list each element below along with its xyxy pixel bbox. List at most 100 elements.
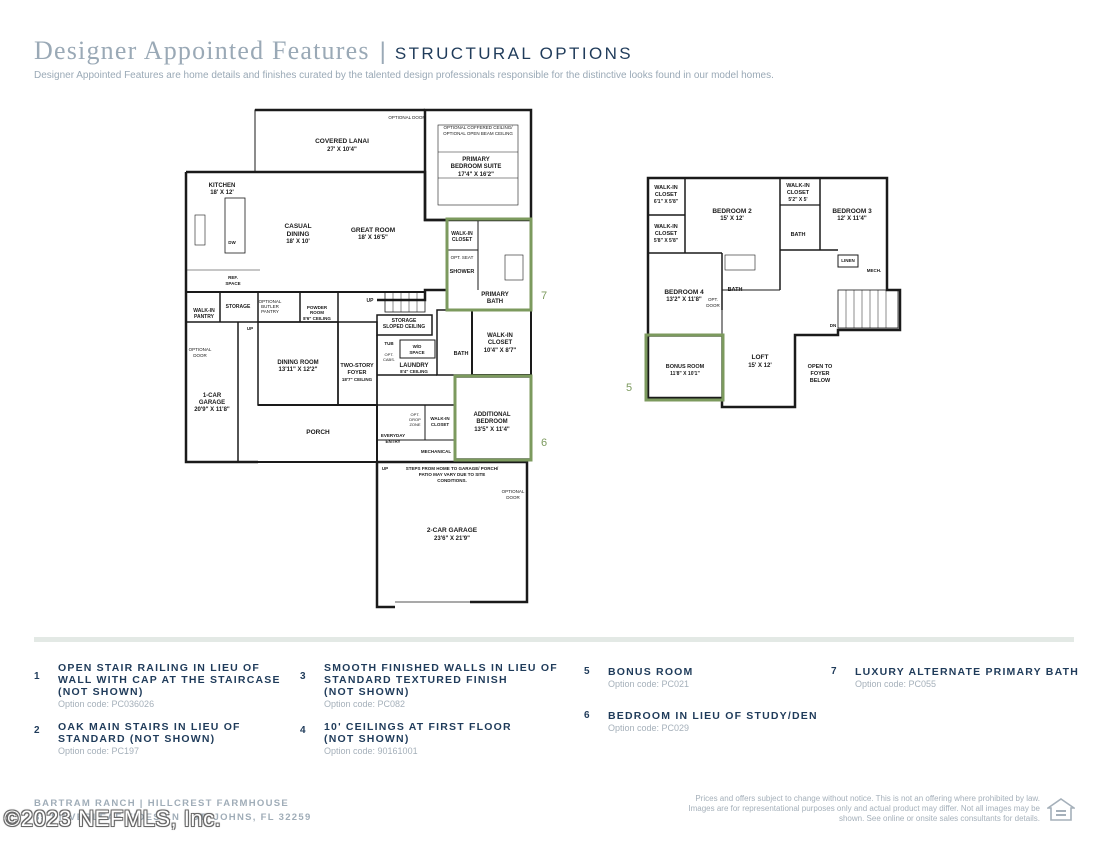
label-walkin-pantry-2: PANTRY	[194, 314, 215, 320]
label-bonus-dim: 11'8" X 10'1"	[670, 371, 700, 377]
option-code: Option code: PC055	[855, 679, 937, 689]
label-primary-bath: PRIMARY	[481, 292, 508, 298]
label-opt-butler: OPTIONAL	[259, 299, 282, 304]
option-code: Option code: PC029	[608, 723, 690, 733]
label-garage1-dim: 20'9" X 11'8"	[194, 407, 230, 413]
label-everyday-2: ENTRY	[385, 439, 400, 444]
title-separator: |	[379, 38, 386, 65]
option-code: Option code: PC197	[58, 746, 140, 756]
label-powder: POWDER	[307, 305, 328, 310]
label-laundry: LAUNDRY	[399, 363, 428, 369]
label-walkin-closet-2-dim: 10'4" X 8'7"	[484, 348, 517, 354]
label-opt-drop-2: DROP	[409, 417, 421, 422]
option-title-line: (NOT SHOWN)	[324, 686, 410, 698]
label-walkin-closet-c-2: CLOSET	[655, 231, 678, 237]
label-walkin-closet-c-dim: 5'8" X 5'8"	[654, 238, 679, 244]
page-description: Designer Appointed Features are home det…	[34, 70, 774, 81]
label-walkin-closet-small: WALK-IN	[451, 231, 473, 237]
label-mech: MECH.	[867, 268, 882, 273]
option-title-line: (NOT SHOWN)	[58, 686, 144, 698]
label-opt-cabs: OPT.	[385, 352, 394, 357]
label-up-garage2: UP	[382, 466, 388, 471]
option-code: Option code: PC082	[324, 699, 406, 709]
label-casual: CASUAL	[284, 223, 311, 230]
label-walkin-pantry: WALK-IN	[193, 308, 215, 314]
section-divider	[34, 637, 1074, 642]
label-loft-dim: 15' X 12'	[748, 363, 772, 369]
label-opt-cabs-2: CABS.	[383, 357, 395, 362]
label-bedroom4-dim: 13'2" X 11'8"	[666, 297, 702, 303]
option-title-line: 10' CEILINGS AT FIRST FLOOR	[324, 721, 512, 733]
label-kitchen-dim: 18' X 12'	[210, 190, 234, 196]
label-additional-bedroom-dim: 13'5" X 11'4"	[474, 427, 510, 433]
label-dining-dim: 13'11" X 12'2"	[279, 367, 318, 373]
label-walkin-closet-2: WALK-IN	[487, 333, 513, 339]
label-foyer: TWO-STORY	[340, 363, 374, 369]
label-opt-butler-2: BUTLER	[261, 304, 280, 309]
option-item-7: 7 LUXURY ALTERNATE PRIMARY BATH Option c…	[831, 666, 1079, 689]
label-primary-suite-dim: 17'4" X 16'2"	[458, 172, 494, 178]
label-wd: W/D	[413, 344, 422, 349]
label-optional-door-top: OPTIONAL DOOR	[388, 115, 426, 120]
label-optional-door-garage-2: DOOR	[506, 495, 520, 500]
first-floor-plan	[184, 108, 533, 609]
label-shower: SHOWER	[450, 269, 475, 275]
option-title-line: WALL WITH CAP AT THE STAIRCASE	[58, 674, 281, 686]
second-floor-plan	[644, 176, 902, 409]
label-walkin-closet-b-dim: 5'2" X 5'	[788, 197, 807, 203]
option-code: Option code: PC021	[608, 679, 690, 689]
label-powder-2: ROOM	[310, 310, 324, 315]
title-row: Designer Appointed Features | STRUCTURAL…	[34, 36, 1074, 66]
label-laundry-ceiling: 8'4" CEILING	[400, 369, 428, 374]
label-bedroom4: BEDROOM 4	[664, 289, 704, 296]
option-title-line: OAK MAIN STAIRS IN LIEU OF	[58, 721, 241, 733]
second-floor-labels: WALK-IN CLOSET 6'1" X 5'8" BEDROOM 2 15'…	[654, 183, 881, 384]
option-number: 7	[831, 666, 837, 677]
label-walkin-closet-c: WALK-IN	[654, 224, 678, 230]
option-item-5: 5 BONUS ROOM Option code: PC021	[584, 666, 694, 689]
label-ceiling-option-2: OPTIONAL OPEN BEAM CEILING	[443, 131, 513, 136]
label-storage-sloped-2: SLOPED CEILING	[383, 324, 425, 330]
label-great-room: GREAT ROOM	[351, 227, 395, 234]
option-number: 1	[34, 671, 40, 682]
label-walkin-closet-b-2: CLOSET	[787, 190, 810, 196]
structural-options-list: 1 OPEN STAIR RAILING IN LIEU OF WALL WIT…	[34, 662, 1094, 762]
community-name: BARTRAM RANCH | HILLCREST FARMHOUSE	[34, 798, 290, 809]
label-bath: BATH	[454, 351, 469, 357]
label-garage2-dim: 23'6" X 21'9"	[434, 536, 470, 542]
option-number: 5	[584, 666, 590, 677]
option-code: Option code: 90161001	[324, 746, 418, 756]
label-mechanical: MECHANICAL	[421, 449, 451, 454]
label-opt-drop-3: ZONE	[409, 422, 420, 427]
option-item-3: 3 SMOOTH FINISHED WALLS IN LIEU OF STAND…	[300, 662, 558, 709]
label-additional-bedroom: ADDITIONAL	[474, 412, 511, 418]
label-primary-bath-2: BATH	[487, 299, 503, 305]
mls-watermark: ©2023 NEFMLS, Inc.	[4, 806, 222, 831]
community-address: 85 SILVERLEAF TIDES LN | ST. JOHNS, FL 3…	[34, 812, 312, 823]
option-number: 4	[300, 725, 306, 736]
label-ref-space: REF.	[228, 275, 238, 280]
option-title-line: BONUS ROOM	[608, 666, 694, 678]
option-title-line: OPEN STAIR RAILING IN LIEU OF	[58, 662, 261, 674]
label-storage-sloped: STORAGE	[392, 318, 417, 324]
label-primary-suite-2: BEDROOM SUITE	[451, 164, 502, 170]
label-walkin-closet-b: WALK-IN	[786, 183, 810, 189]
option-title-line: LUXURY ALTERNATE PRIMARY BATH	[855, 666, 1079, 678]
label-kitchen: KITCHEN	[209, 183, 236, 189]
label-bath-upper: BATH	[791, 232, 806, 238]
label-optional-door-left-2: DOOR	[193, 353, 207, 358]
label-lanai-dim: 27' X 10'4"	[327, 147, 357, 153]
option-title-line: SMOOTH FINISHED WALLS IN LIEU OF	[324, 662, 558, 674]
label-walkin-closet-small-2: CLOSET	[452, 237, 472, 243]
label-lanai: COVERED LANAI	[315, 138, 369, 145]
label-bedroom2-dim: 15' X 12'	[720, 216, 744, 222]
label-up-main: UP	[367, 298, 375, 304]
highlight-number-5: 5	[626, 382, 632, 394]
label-walkin-closet-2b: CLOSET	[488, 340, 513, 346]
label-ref-space-2: SPACE	[225, 281, 240, 286]
label-steps-note-2: PATIO MAY VARY DUE TO SITE	[419, 472, 485, 477]
label-bonus: BONUS ROOM	[666, 364, 705, 370]
label-opt-butler-3: PANTRY	[261, 309, 279, 314]
label-steps-note: STEPS FROM HOME TO GARAGE/ PORCH/	[406, 466, 499, 471]
label-bedroom2: BEDROOM 2	[712, 208, 752, 215]
